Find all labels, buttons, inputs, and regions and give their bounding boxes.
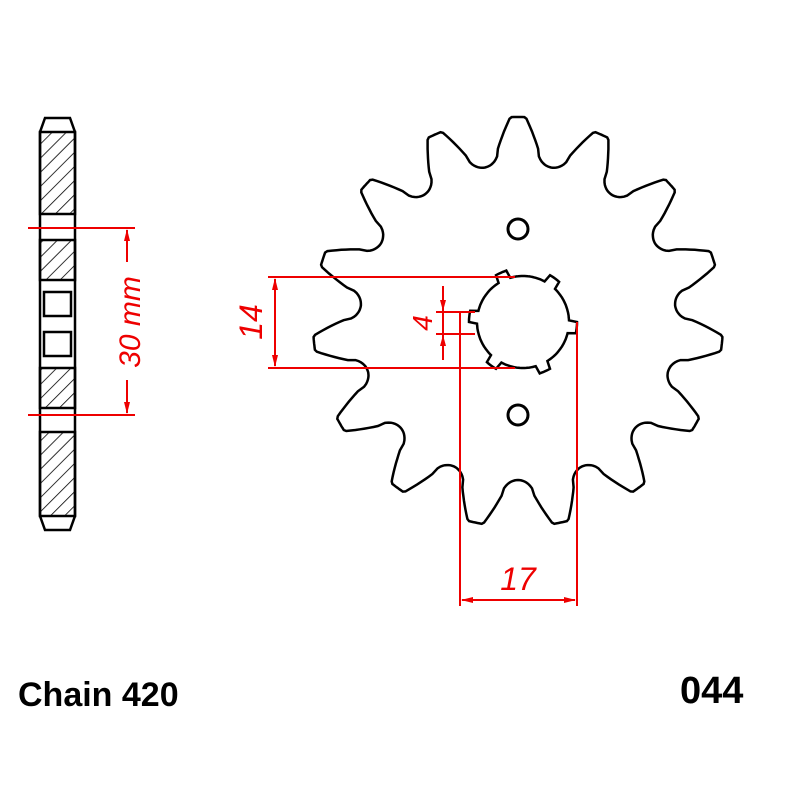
chain-label: Chain 420 — [18, 676, 179, 714]
side-view — [38, 116, 77, 532]
bolt-hole-bottom — [506, 403, 530, 427]
bore-height-label: 14 — [233, 304, 269, 340]
part-number: 044 — [680, 670, 744, 712]
bolt-hole-top — [506, 217, 530, 241]
hub-width-label: 30 mm — [114, 276, 147, 368]
spline-bore — [467, 269, 579, 375]
bore-height-dimension — [268, 276, 515, 369]
hub-width-dimension — [28, 227, 135, 416]
spline-width-label: 4 — [407, 315, 438, 331]
spline-width-dimension — [436, 286, 475, 360]
bore-diameter-dimension — [459, 312, 578, 606]
bore-diameter-label: 17 — [500, 561, 537, 597]
